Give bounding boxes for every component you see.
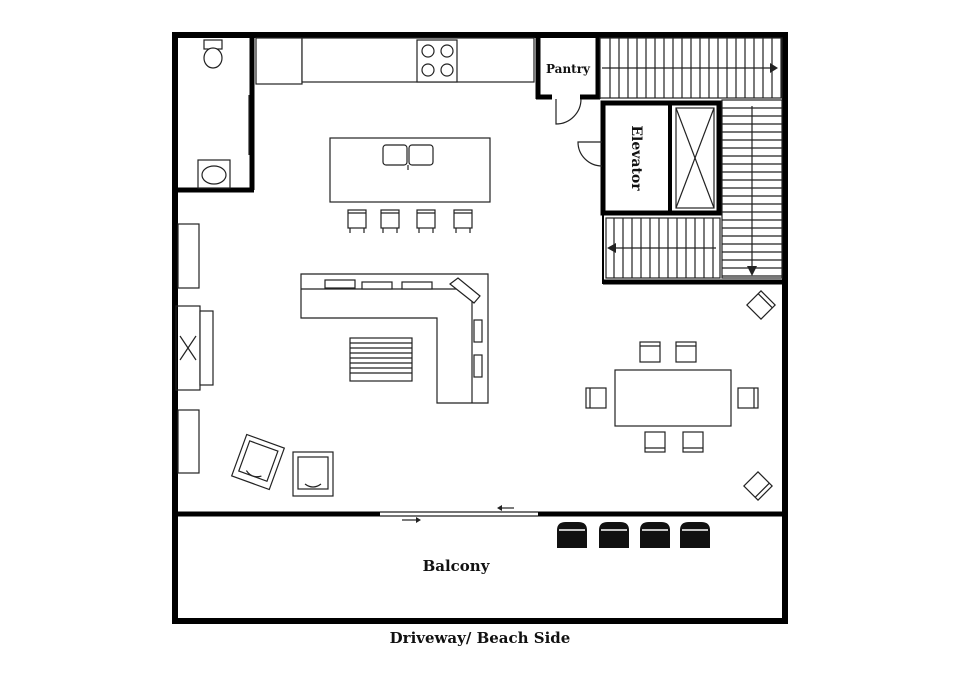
balcony-chair xyxy=(680,522,710,548)
corner-chair xyxy=(746,290,776,320)
bathroom xyxy=(175,35,255,193)
bar-stool xyxy=(453,209,473,233)
armchair xyxy=(292,451,334,497)
bar-stool xyxy=(347,209,367,233)
balcony-chair xyxy=(640,522,670,548)
side-cabinet xyxy=(177,409,200,474)
kitchen-island xyxy=(329,137,491,203)
stove-icon xyxy=(416,39,458,83)
side-cabinet xyxy=(177,223,200,289)
dining-chair xyxy=(675,341,697,363)
elevator-label: Elevator xyxy=(628,125,644,191)
sink-icon xyxy=(197,159,231,189)
bar-stool xyxy=(416,209,436,233)
island-sink-icon xyxy=(382,144,434,170)
coffee-table xyxy=(349,337,413,382)
dining-table xyxy=(614,369,732,427)
sectional-sofa xyxy=(300,273,489,404)
dining-chair xyxy=(737,387,759,409)
corner-chair xyxy=(743,471,773,501)
fireplace-icon xyxy=(175,305,214,391)
toilet-icon xyxy=(203,39,223,69)
armchair xyxy=(230,433,286,491)
elevator: Elevator xyxy=(577,100,722,216)
stairs-lower xyxy=(605,217,721,279)
bar-stool xyxy=(380,209,400,233)
stairs-upper xyxy=(599,37,783,99)
stairs-right xyxy=(721,99,783,279)
dining-chair xyxy=(682,431,704,453)
kitchen-counter xyxy=(255,37,535,85)
sliding-door-arrows xyxy=(402,505,514,523)
dining-chair xyxy=(585,387,607,409)
balcony-chair xyxy=(599,522,629,548)
exterior-walls xyxy=(172,32,788,624)
dining-chair xyxy=(644,431,666,453)
balcony-label: Balcony xyxy=(423,557,491,575)
balcony-chair xyxy=(557,522,587,548)
orientation-label: Driveway/ Beach Side xyxy=(390,629,571,647)
dining-chair xyxy=(639,341,661,363)
pantry-label: Pantry xyxy=(546,62,591,76)
pantry: Pantry xyxy=(535,35,601,125)
